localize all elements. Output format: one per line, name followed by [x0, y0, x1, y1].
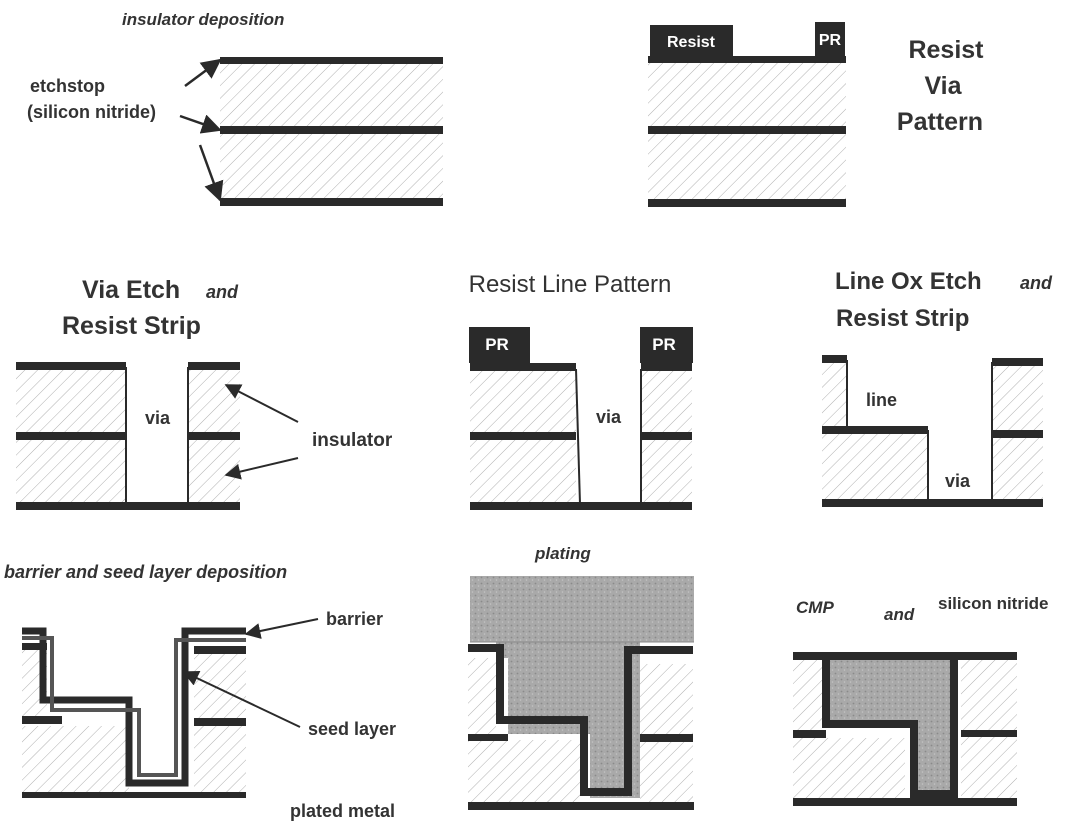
label-pr-right: PR [652, 335, 676, 354]
panel-resist-line-pattern: Resist Line Pattern PR PR via [469, 271, 693, 510]
label-silicon-nitride: (silicon nitride) [27, 102, 156, 122]
nitride-top-right [641, 363, 692, 371]
nitride-top-right [188, 362, 240, 370]
panel-insulator-deposition: insulator deposition etchstop (silicon n… [27, 10, 443, 206]
title-silicon-nitride: silicon nitride [938, 594, 1049, 613]
title-insulator-deposition: insulator deposition [122, 10, 284, 29]
title-resist-strip: Resist Strip [836, 305, 969, 332]
label-via: via [145, 408, 171, 428]
insulator-left-lower [793, 738, 905, 798]
insulator-left-upper [822, 360, 847, 430]
nitride-middle-right [194, 718, 246, 726]
copper-fill [830, 660, 950, 790]
label-seed-layer: seed layer [308, 719, 396, 739]
arrow-insulator-upper [224, 384, 299, 423]
nitride-middle-left [468, 734, 508, 741]
nitride-top-left [470, 363, 576, 371]
via-wall-left [575, 368, 581, 505]
title-line-ox-etch: Line Ox Etch [835, 268, 982, 295]
panel-resist-via-pattern: Resist PR Resist Via Pattern [648, 22, 984, 207]
panel-barrier-seed: barrier and seed layer deposition barrie… [4, 562, 396, 821]
resist-block-right [815, 22, 845, 56]
nitride-middle-right [961, 730, 1017, 737]
nitride-middle-left [16, 432, 126, 440]
title-barrier-seed: barrier and seed layer deposition [4, 562, 287, 582]
arrow-top-nitride [184, 58, 222, 88]
title-cmp: CMP [796, 598, 834, 617]
title-pattern: Pattern [897, 108, 983, 136]
nitride-top [648, 56, 846, 63]
nitride-top-left [16, 362, 126, 370]
label-plated-metal: plated metal [290, 801, 395, 821]
nitride-middle-right [188, 432, 240, 440]
nitride-middle-left [470, 432, 576, 440]
arrow-middle-nitride [179, 114, 222, 134]
title-resist: Resist [908, 36, 984, 64]
nitride-bottom [468, 802, 694, 810]
panel-cmp: CMP and silicon nitride [793, 594, 1049, 806]
nitride-middle-left [822, 426, 928, 434]
nitride-bottom [220, 198, 443, 206]
title-plating: plating [534, 544, 591, 563]
nitride-bottom [648, 199, 846, 207]
label-pr-left: PR [485, 335, 509, 354]
insulator-right [961, 660, 1017, 798]
nitride-top-cap [793, 652, 1017, 660]
panel-line-ox-etch: Line Ox Etch and Resist Strip line via [822, 268, 1053, 507]
nitride-middle-right [640, 734, 693, 742]
label-etchstop: etchstop [30, 76, 105, 96]
label-resist: Resist [667, 34, 716, 51]
nitride-middle-right [641, 432, 692, 440]
arrow-insulator-lower [224, 457, 299, 480]
label-via: via [596, 407, 622, 427]
nitride-bottom [822, 499, 1043, 507]
label-insulator: insulator [312, 430, 393, 451]
title-via-etch: Via Etch [82, 276, 180, 304]
title-and: and [206, 282, 239, 302]
title-via: Via [924, 72, 962, 100]
nitride-bottom [16, 502, 240, 510]
label-barrier: barrier [326, 609, 383, 629]
nitride-bottom [470, 502, 692, 510]
insulator-left-lower [822, 433, 928, 503]
barrier-seed-liner [468, 644, 693, 796]
insulator-left-upper [468, 658, 496, 734]
resist-block-right [640, 327, 693, 363]
insulator-left-lower [22, 726, 129, 796]
title-resist-line-pattern: Resist Line Pattern [469, 271, 672, 298]
title-and: and [884, 605, 915, 624]
title-and: and [1020, 273, 1053, 293]
title-resist-strip: Resist Strip [62, 312, 201, 340]
nitride-top-left [822, 355, 847, 363]
nitride-middle-left [793, 730, 826, 738]
panel-via-etch: Via Etch and Resist Strip via insulator [16, 276, 393, 510]
nitride-middle [648, 126, 846, 134]
label-via: via [945, 471, 971, 491]
barrier-layer [22, 627, 246, 787]
nitride-bottom [22, 792, 246, 798]
plated-overburden [470, 576, 694, 642]
seed-layer [22, 636, 246, 777]
label-pr: PR [819, 32, 842, 49]
label-line: line [866, 390, 897, 410]
arrow-barrier [244, 618, 319, 639]
arrow-seed-layer [182, 670, 301, 728]
insulator-left-upper [793, 660, 823, 730]
nitride-middle-left [22, 716, 62, 724]
insulator-left-lower [468, 740, 582, 804]
nitride-bottom [793, 798, 1017, 806]
nitride-top-right [194, 646, 246, 654]
resist-block-left [469, 327, 530, 363]
resist-block-left [650, 25, 733, 56]
nitride-top [220, 57, 443, 64]
nitride-middle [220, 126, 443, 134]
panel-plating: plating [468, 544, 694, 810]
barrier-liner [822, 660, 958, 798]
nitride-top-right [992, 358, 1043, 366]
nitride-top-left [22, 643, 47, 650]
arrow-bottom-nitride [198, 144, 224, 202]
nitride-middle-right [992, 430, 1043, 438]
